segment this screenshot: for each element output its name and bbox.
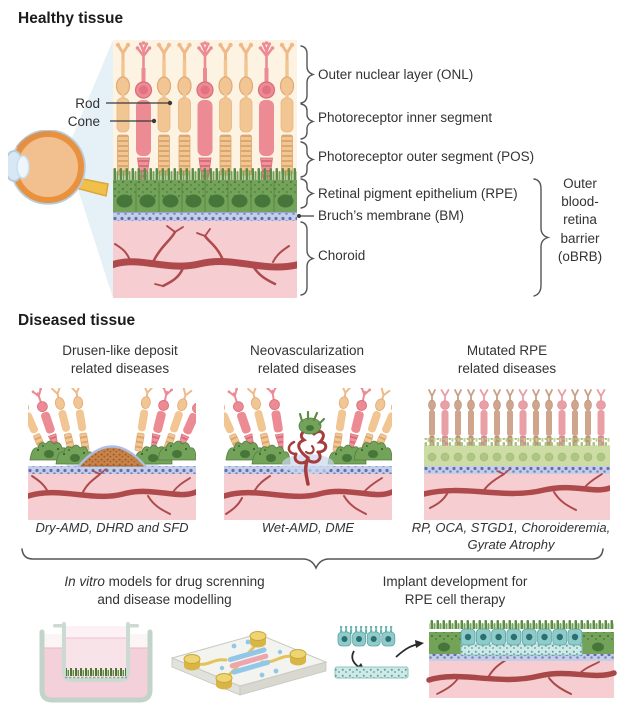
implant-tissue: [426, 620, 617, 698]
healthy-heading: Healthy tissue: [18, 10, 124, 27]
bruchs-membrane-layer: [113, 212, 297, 221]
panel-title-neovascularization: Neovascularization related diseases: [249, 343, 365, 376]
drusen-deposit: [77, 445, 147, 468]
healthy-tissue-panel: [113, 40, 297, 298]
brace-rpe: [300, 178, 316, 209]
photoreceptor-cells: [114, 40, 296, 193]
implanted-rpe-cells: [460, 628, 583, 646]
panel-title-drusen: Drusen-like deposit related diseases: [62, 343, 178, 376]
transwell-model: [39, 622, 153, 703]
pale-rpe-layer: [424, 438, 610, 468]
invitro-label: In vitro models for drug screnning and d…: [62, 573, 267, 609]
layer-label-onl: Outer nuclear layer (ONL): [318, 67, 474, 82]
brace-obrb: [533, 178, 551, 297]
examples-neovascularization: Wet-AMD, DME: [261, 520, 355, 535]
choroid: [28, 468, 196, 520]
lens: [16, 155, 30, 179]
brace-inner-segment: [300, 103, 316, 140]
drusen-disease-panel: [28, 388, 196, 520]
outer-well-wall: [39, 629, 153, 703]
rpe-monolayer: [337, 626, 396, 647]
invitro-label-lead: In vitro: [64, 574, 105, 589]
scaffold-strip: [334, 666, 409, 679]
insert-wall: [62, 622, 130, 682]
layer-label-pos: Photoreceptor outer segment (POS): [318, 149, 535, 164]
eye-icon: [8, 130, 109, 205]
rod-label: Rod: [75, 96, 100, 111]
neovascularization-disease-panel: [224, 388, 392, 520]
implant-development: [334, 620, 617, 698]
eye-zoom-cone: [66, 40, 113, 298]
choroid: [424, 468, 610, 520]
brace-pos: [300, 141, 316, 178]
layer-label-choroid: Choroid: [318, 248, 366, 263]
layer-label-bm: Bruch’s membrane (BM): [318, 208, 465, 223]
invitro-label-rest: models for drug screnning and disease mo…: [97, 574, 265, 608]
pos-fringe: [429, 620, 614, 629]
examples-mutated-rpe: RP, OCA, STGD1, Choroideremia, Gyrate At…: [411, 520, 611, 552]
obrb-label: Outer blood- retina barrier (oBRB): [557, 176, 603, 264]
layer-label-inner-segment: Photoreceptor inner segment: [318, 110, 493, 125]
microfluidic-chip: [170, 631, 328, 696]
rpe-layer: [113, 168, 297, 216]
chip-ports: [183, 631, 307, 690]
diseased-heading: Diseased tissue: [18, 312, 136, 329]
cone-label: Cone: [67, 114, 100, 129]
chip-channels: [227, 647, 271, 675]
bm-pointer-dot: [297, 214, 301, 218]
brace-choroid: [300, 221, 316, 296]
panel-title-mutated-rpe: Mutated RPE related diseases: [457, 343, 557, 376]
mutated-rpe-disease-panel: [424, 389, 610, 520]
cell-layer: [66, 668, 126, 677]
brace-onl: [300, 45, 316, 104]
detached-rpe-clump: [298, 410, 326, 435]
choroid-layer: [113, 221, 297, 298]
implant-label: Implant development for RPE cell therapy: [382, 574, 528, 608]
choroid-vessels: [224, 475, 392, 515]
examples-drusen: Dry-AMD, DHRD and SFD: [35, 520, 189, 535]
layer-label-rpe: Retinal pigment epithelium (RPE): [318, 186, 518, 201]
